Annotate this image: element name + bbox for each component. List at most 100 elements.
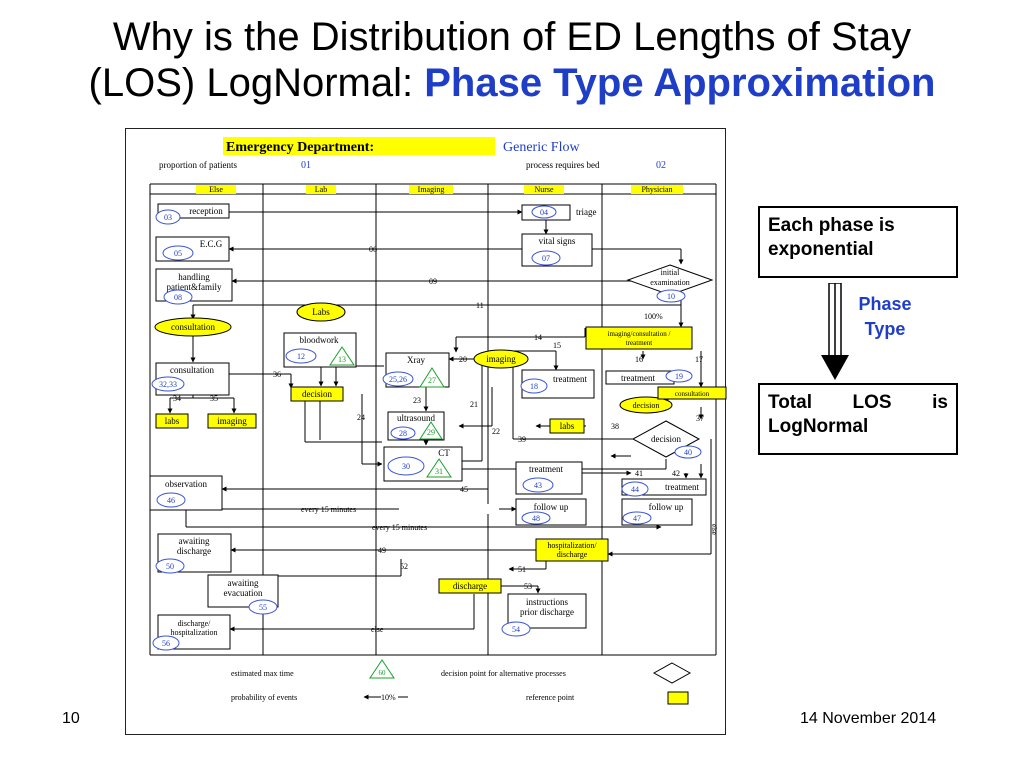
initial-exam-label-2: examination: [650, 278, 690, 287]
edge-16: 16: [635, 355, 643, 364]
legend-prob-value: 10%: [381, 693, 396, 702]
handling-label-2: patient&family: [167, 282, 222, 292]
discharge-hosp-label-1: discharge/: [178, 619, 212, 628]
phase-label-line-2: Type: [864, 319, 906, 339]
awaiting-discharge-label-2: discharge: [177, 546, 211, 556]
node-56: 56: [162, 639, 170, 648]
hosp-discharge-label-2: discharge: [557, 550, 588, 559]
box2-line-2: LogNormal: [768, 416, 869, 437]
lane-nurse: Nurse: [534, 185, 554, 194]
edge-45: 45: [460, 485, 468, 494]
node-44: 44: [631, 485, 639, 494]
node-25-26: 25,26: [389, 375, 407, 384]
handling-label-1: handling: [178, 272, 210, 282]
legend-ref-label: reference point: [526, 693, 575, 702]
edge-11: 11: [476, 301, 484, 310]
node-40: 40: [684, 448, 692, 457]
edge-06: 06: [369, 245, 377, 254]
node-54: 54: [512, 625, 520, 634]
ed-flow-svg: Emergency Department: Generic Flow propo…: [149, 137, 727, 705]
total-los-box: Total LOS is LogNormal: [758, 383, 958, 455]
edge-21: 21: [470, 400, 478, 409]
tri-13: 13: [338, 355, 346, 364]
xray-label: Xray: [407, 355, 425, 365]
every15-label-2: every 15 minutes: [372, 523, 427, 532]
awaiting-discharge-label-1: awaiting: [179, 536, 210, 546]
consultation-phys-label: consultation: [675, 390, 710, 398]
edge-24: 24: [357, 413, 365, 422]
prop-num: 01: [301, 160, 311, 171]
observation-label: observation: [165, 479, 207, 489]
triage-label: triage: [576, 207, 597, 217]
treatment-nurse-label: treatment: [553, 374, 587, 384]
edge-23: 23: [413, 396, 421, 405]
decision-phys-label: decision: [633, 401, 660, 410]
edge-41: 41: [635, 469, 643, 478]
node-08: 08: [174, 293, 182, 302]
treatment-phys-label: treatment: [621, 373, 655, 383]
instructions-label-2: prior discharge: [520, 607, 574, 617]
follow-up-nurse-label: follow up: [534, 502, 569, 512]
phase-type-label: Phase Type: [846, 292, 924, 342]
node-46: 46: [167, 496, 175, 505]
edge-36: 36: [273, 370, 281, 379]
imaging-else-label: imaging: [217, 416, 247, 426]
lane-imaging: Imaging: [418, 185, 445, 194]
legend-decision-label: decision point for alternative processes: [441, 669, 566, 678]
ecg-label: E.C.G: [200, 239, 223, 249]
awaiting-evacuation-label-2: evacuation: [224, 588, 263, 598]
consultation-oval-label: consultation: [171, 322, 215, 332]
node-28: 28: [399, 429, 407, 438]
node-30: 30: [402, 462, 410, 471]
edge-35: 35: [210, 394, 218, 403]
edge-42: 42: [672, 469, 680, 478]
decision-phys2-label: decision: [651, 434, 681, 444]
icc-label-1: imaging/consultation /: [608, 330, 671, 338]
node-50: 50: [166, 562, 174, 571]
pct-100-label: 100%: [644, 312, 663, 321]
lane-physician: Physician: [641, 185, 672, 194]
prop-label: proportion of patients: [159, 160, 237, 170]
diagram-title-b: Generic Flow: [503, 140, 580, 155]
decision-lab-label: decision: [302, 389, 332, 399]
node-19: 19: [675, 372, 683, 381]
slide-number: 10: [62, 710, 80, 727]
node-03: 03: [164, 213, 172, 222]
node-12: 12: [297, 352, 305, 361]
node-05: 05: [174, 249, 182, 258]
node-07: 07: [542, 254, 550, 263]
edge-15: 15: [553, 341, 561, 350]
tri-27: 27: [428, 376, 436, 385]
node-47: 47: [633, 514, 641, 523]
labs-else-label: labs: [165, 416, 180, 426]
edge-22: 22: [492, 427, 500, 436]
initial-exam-label-1: initial: [661, 268, 680, 277]
bloodwork-label: bloodwork: [300, 335, 339, 345]
consultation-box-label: consultation: [170, 365, 214, 375]
discharge-hosp-label-2: hospitalization: [170, 628, 217, 637]
edge-20: 20: [459, 355, 467, 364]
diagram-title-a: Emergency Department:: [226, 140, 374, 155]
edge-49: 49: [378, 546, 386, 555]
treatment-phys2-label: treatment: [665, 482, 699, 492]
edge-34: 34: [173, 394, 181, 403]
hosp-discharge-label-1: hospitalization/: [547, 541, 597, 550]
edge-53: 53: [524, 582, 532, 591]
node-43: 43: [534, 481, 542, 490]
node-48: 48: [532, 514, 540, 523]
edge-09: 09: [429, 277, 437, 286]
edge-37: 37: [696, 414, 704, 423]
vital-signs-label: vital signs: [539, 236, 576, 246]
box2-line-1: Total LOS is: [768, 392, 948, 413]
bed-label: process requires bed: [526, 160, 600, 170]
title-line-1: Why is the Distribution of ED Lengths of…: [112, 15, 912, 59]
box1-line-1: Each phase is: [768, 215, 895, 236]
phase-label-line-1: Phase: [858, 294, 912, 314]
phase-exponential-box: Each phase is exponential: [758, 206, 958, 278]
ct-label: CT: [438, 448, 450, 458]
node-04: 04: [540, 208, 548, 217]
diagram-title-highlight: [223, 137, 495, 155]
else-side-label: else: [710, 524, 718, 535]
title-line-2: (LOS) LogNormal: Phase Type Approximatio…: [0, 60, 1024, 106]
edge-39: 39: [518, 435, 526, 444]
